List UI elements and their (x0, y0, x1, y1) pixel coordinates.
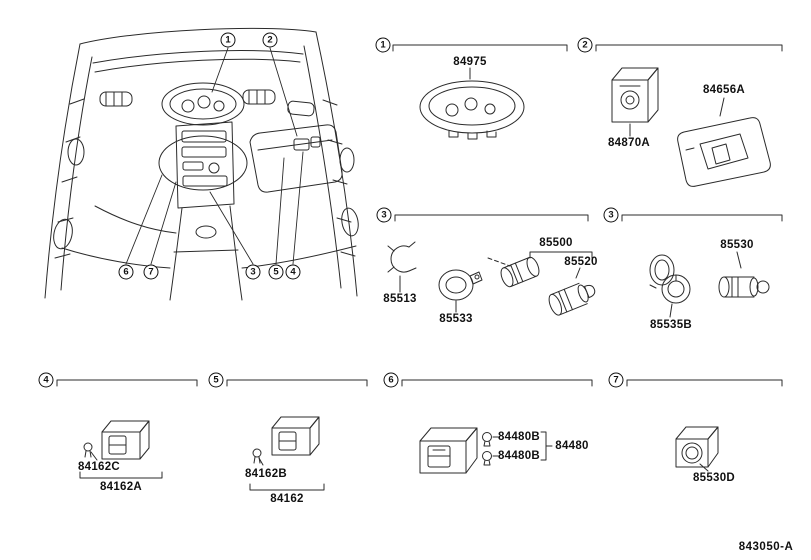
part-number-84870A: 84870A (607, 137, 651, 149)
part-number-84162B: 84162B (244, 468, 288, 480)
dashboard-illustration (44, 27, 359, 301)
section-3a-callout: 3 (376, 207, 392, 223)
section-1-callout: 1 (375, 37, 391, 53)
part-85533-drawing (438, 269, 483, 313)
part-84656A-drawing (677, 97, 771, 187)
part-84870A-drawing (611, 67, 659, 137)
dashboard-leader-lines (125, 47, 304, 265)
part-84480-drawing (419, 427, 478, 474)
section-6-callout: 6 (383, 372, 399, 388)
part-number-85535B: 85535B (649, 319, 693, 331)
part-85520-drawing (548, 267, 596, 316)
section-4-callout: 4 (38, 372, 54, 388)
section-brackets (56, 44, 783, 387)
part-84162B-drawing (252, 448, 264, 466)
part-number-85520: 85520 (564, 256, 598, 268)
part-number-84162: 84162 (270, 493, 304, 505)
dashboard-callout-3: 3 (245, 264, 261, 280)
dashboard-callout-5: 5 (268, 264, 284, 280)
part-number-84480B-1: 84480B (497, 431, 541, 443)
dashboard-callout-6: 6 (118, 264, 134, 280)
part-number-85530D: 85530D (692, 472, 736, 484)
part-85535B-drawing (649, 254, 691, 318)
part-number-84975: 84975 (453, 56, 487, 68)
diagram-code: 843050-A (738, 541, 794, 553)
section-5-callout: 5 (208, 372, 224, 388)
part-number-84480: 84480 (555, 440, 589, 452)
part-84162-drawing (249, 416, 325, 491)
part-85530D-drawing (675, 426, 719, 472)
section-2-callout: 2 (577, 37, 593, 53)
part-number-84656A: 84656A (702, 84, 746, 96)
part-number-84162C: 84162C (77, 461, 121, 473)
part-85530-drawing (718, 251, 770, 298)
part-number-85513: 85513 (383, 293, 417, 305)
dashboard-callout-7: 7 (143, 264, 159, 280)
dashboard-callout-1: 1 (220, 32, 236, 48)
part-number-85500: 85500 (539, 237, 573, 249)
part-85513-drawing (387, 241, 417, 293)
dashboard-callout-2: 2 (262, 32, 278, 48)
part-84162A-drawing (79, 420, 163, 479)
part-number-85533: 85533 (439, 313, 473, 325)
section-3b-callout: 3 (603, 207, 619, 223)
part-number-84162A: 84162A (99, 481, 143, 493)
part-84975-drawing (419, 67, 525, 140)
part-number-84480B-2: 84480B (497, 450, 541, 462)
dashboard-callout-4: 4 (285, 264, 301, 280)
part-84480B-bulbs-drawing (482, 431, 553, 466)
part-85500-drawing (487, 251, 593, 288)
part-number-85530: 85530 (720, 239, 754, 251)
part-84162C-drawing (83, 442, 98, 461)
section-7-callout: 7 (608, 372, 624, 388)
